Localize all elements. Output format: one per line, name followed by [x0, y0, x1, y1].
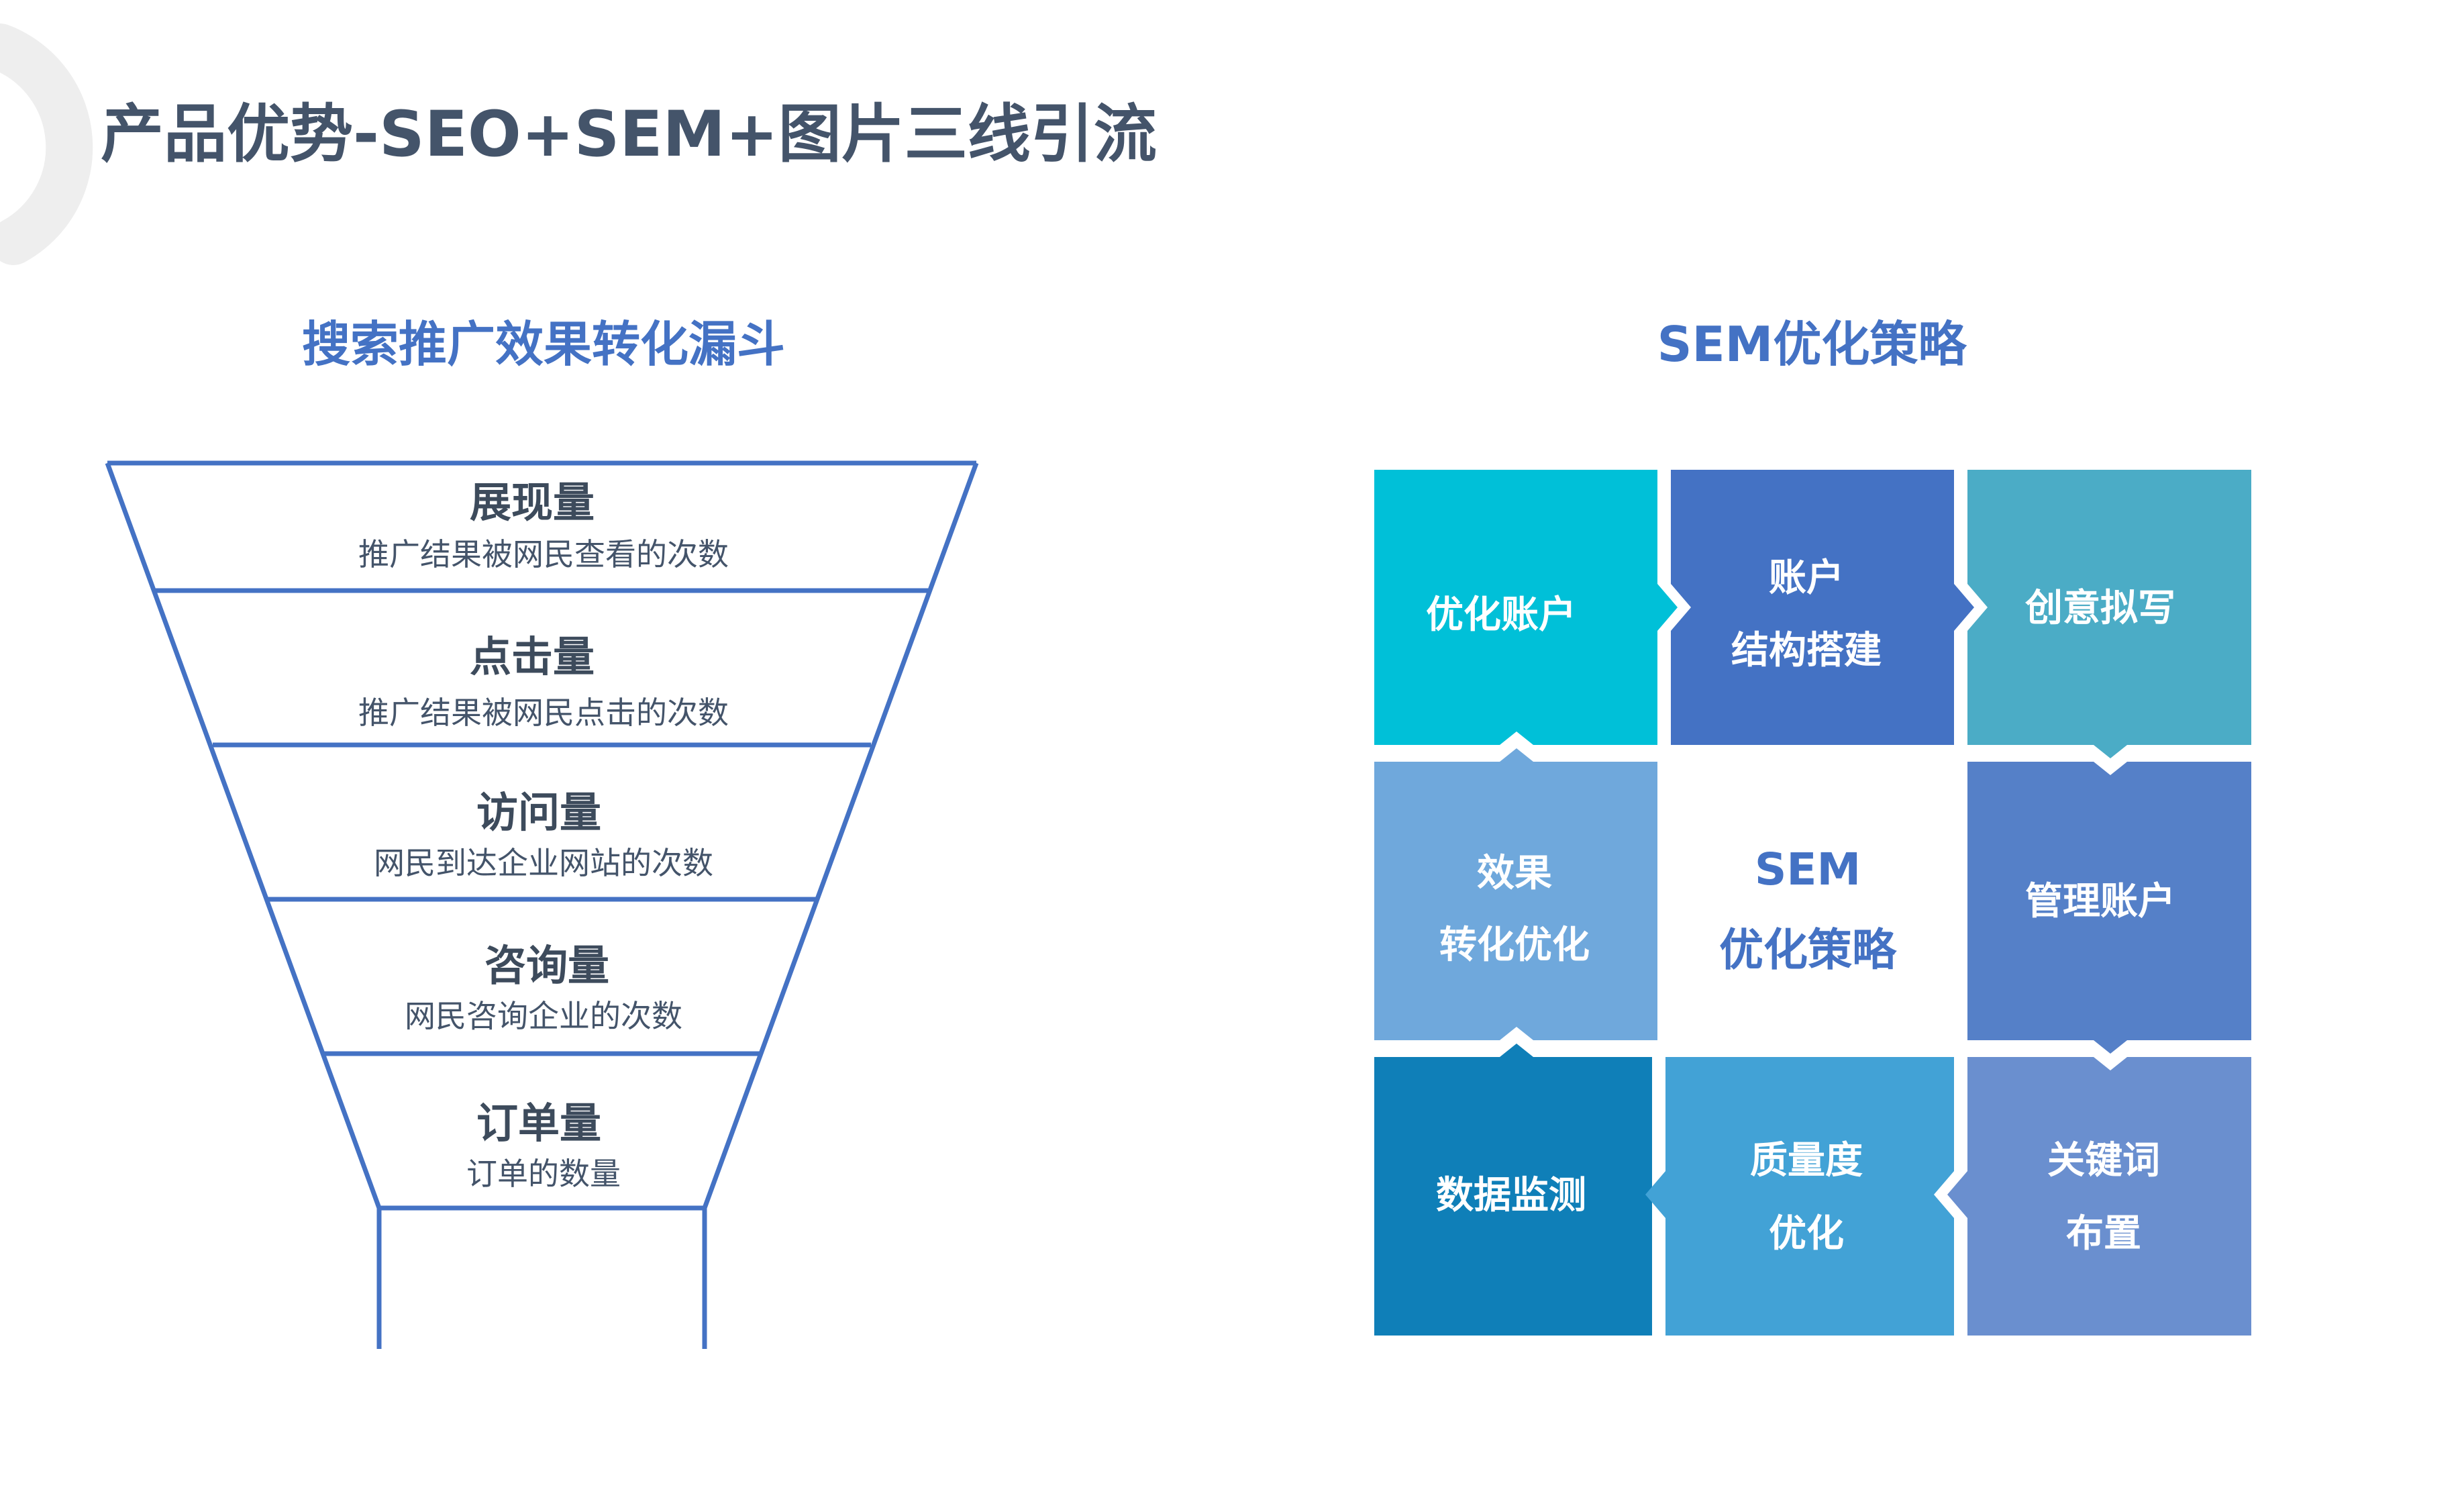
stage-desc: 推广结果被网民查看的次数	[358, 536, 729, 572]
stage-name: 订单量	[476, 1099, 601, 1148]
funnel-stage-5: 订单量 订单的数量	[466, 1099, 621, 1192]
tile-keyword-layout-line1: 关键词	[2047, 1139, 2160, 1182]
tile-conversion-line2: 转化优化	[1439, 923, 1590, 967]
tile-account-structure-line1: 账户	[1769, 556, 1844, 600]
funnel-stage-3: 访问量 网民到达企业网站的次数	[374, 788, 713, 881]
tile-data-monitor-label: 数据监测	[1436, 1174, 1586, 1217]
funnel-right-edge	[702, 462, 979, 1209]
funnel-left-edge	[105, 462, 382, 1209]
tile-account-structure-line2: 结构搭建	[1731, 629, 1882, 672]
tile-creative-writing-label: 创意拟写	[2025, 587, 2175, 630]
funnel-title: 搜索推广效果转化漏斗	[302, 316, 785, 372]
page-title: 产品优势-SEO+SEM+图片三线引流	[101, 98, 1157, 171]
decorative-arc	[0, 23, 93, 265]
tile-manage-account-label: 管理账户	[2025, 880, 2175, 923]
stage-desc: 推广结果被网民点击的次数	[358, 695, 729, 731]
stage-name: 点击量	[470, 632, 595, 681]
tile-keyword-layout-line2: 布置	[2066, 1212, 2141, 1256]
tile-quality-score-line1: 质量度	[1750, 1139, 1863, 1182]
tile-quality-score	[1645, 1057, 1954, 1336]
tile-quality-score-line2: 优化	[1769, 1212, 1844, 1256]
tile-center	[1671, 762, 1954, 1040]
tile-optimize-account-label: 优化账户	[1426, 593, 1576, 637]
sem-title: SEM优化策略	[1657, 316, 1968, 372]
center-title-line1: SEM	[1755, 844, 1861, 895]
tile-conversion	[1374, 748, 1657, 1040]
tile-data-monitor	[1374, 1044, 1652, 1336]
tile-manage-account	[1967, 762, 2251, 1054]
stage-desc: 订单的数量	[466, 1156, 621, 1192]
stage-desc: 网民到达企业网站的次数	[374, 845, 713, 881]
stage-name: 咨询量	[484, 941, 609, 990]
funnel-stage-2: 点击量 推广结果被网民点击的次数	[358, 632, 729, 731]
tile-conversion-line1: 效果	[1477, 852, 1552, 895]
stage-name: 访问量	[476, 788, 601, 837]
funnel-stage-4: 咨询量 网民咨询企业的次数	[405, 941, 682, 1034]
tile-optimize-account	[1374, 470, 1678, 745]
funnel-diagram	[105, 460, 979, 1349]
stage-desc: 网民咨询企业的次数	[405, 998, 682, 1034]
tile-keyword-layout	[1947, 1057, 2251, 1336]
funnel-stage-1: 展现量 推广结果被网民查看的次数	[358, 478, 729, 572]
tile-account-structure	[1671, 470, 1974, 745]
center-title-line2: 优化策略	[1719, 924, 1897, 976]
stage-name: 展现量	[470, 478, 595, 527]
tile-creative-writing	[1967, 470, 2251, 758]
sem-grid	[1374, 470, 2251, 1336]
